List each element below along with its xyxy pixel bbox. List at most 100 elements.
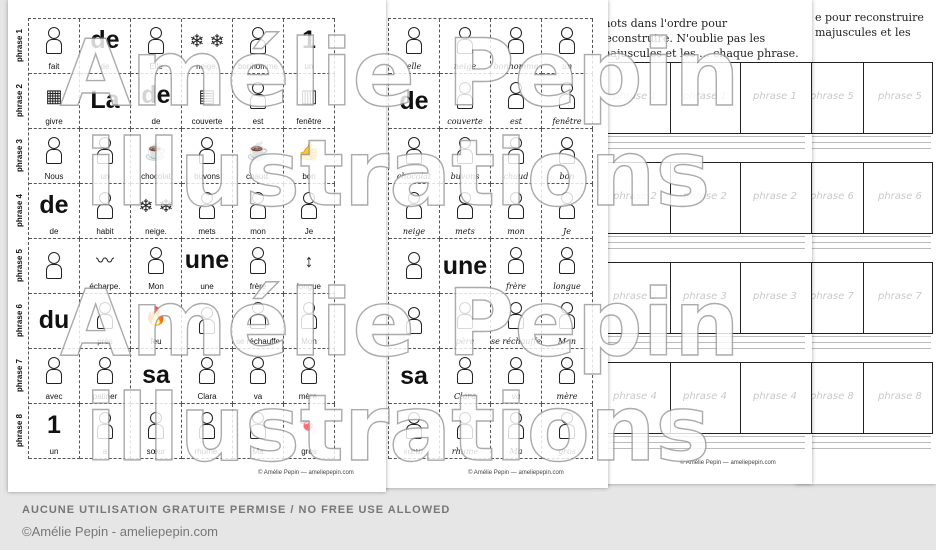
answer-box: phrase 6 xyxy=(863,162,933,234)
writing-line xyxy=(795,236,931,237)
word-card: ❄ ❄neige. xyxy=(131,184,182,239)
cursive-word-card xyxy=(389,294,440,349)
card-word-label: Mon xyxy=(301,337,317,346)
card-big-word: La xyxy=(90,86,120,114)
word-card: rhume. xyxy=(182,404,233,459)
blanket-icon: ▤ xyxy=(198,85,216,106)
placeholder-label: phrase 1 xyxy=(753,91,797,102)
figure-icon xyxy=(389,19,439,62)
answer-box: phrase 1 xyxy=(740,62,812,134)
word-card: 〰écharpe. xyxy=(80,239,131,294)
boy-icon xyxy=(80,404,130,447)
card-big-word: une xyxy=(184,246,230,274)
candy-icon: 🍬 xyxy=(297,415,321,436)
card-big-word: 1 xyxy=(302,26,316,54)
card-big-word: de xyxy=(39,191,69,219)
card-word-label: de xyxy=(49,227,59,236)
placeholder-label: phrase 4 xyxy=(753,391,797,402)
figure-icon xyxy=(491,239,541,282)
figure-icon xyxy=(491,404,541,447)
cursive-word-card: neige xyxy=(389,184,440,239)
word-card: Mon xyxy=(131,239,182,294)
card-big-word: du xyxy=(38,306,70,334)
row-label: phrase 2 xyxy=(14,84,24,117)
mother-icon xyxy=(284,349,334,392)
row-label: phrase 4 xyxy=(14,194,24,227)
cursive-word-label: Je xyxy=(563,227,571,236)
card-word-label: Je xyxy=(304,227,314,236)
cursive-word-card: se réchauffe xyxy=(491,294,542,349)
writing-line xyxy=(795,436,931,437)
card-word-label: est xyxy=(252,117,264,126)
placeholder-label: phrase 6 xyxy=(878,191,922,202)
card-big-word: une xyxy=(442,251,488,280)
card-word-label: fenêtre xyxy=(296,117,322,126)
winter-outfit-icon xyxy=(80,184,130,227)
thumb-up-icon: 👍 xyxy=(297,140,321,161)
card-word-label: longue xyxy=(296,282,322,291)
cursive-word-label: frère xyxy=(505,282,527,291)
card-word-label: sœur xyxy=(146,447,166,456)
word-card: Nous xyxy=(29,129,80,184)
writing-line xyxy=(600,448,805,449)
cursive-word-label: se réchauffe xyxy=(491,337,541,346)
stick-figure-icon xyxy=(29,19,79,62)
word-card xyxy=(182,294,233,349)
cursive-word-card: Clara xyxy=(440,349,491,404)
card-word-label: de xyxy=(151,117,161,126)
word-card: ↕longue xyxy=(284,239,335,294)
card-word-label: avec xyxy=(45,392,63,401)
word-card: habit xyxy=(80,184,131,239)
placeholder-label: phrase 1 xyxy=(613,91,657,102)
card-word-label: neige. xyxy=(196,62,218,71)
writing-line xyxy=(600,242,805,243)
cursive-word-label: mets xyxy=(455,227,475,236)
cursive-word-card xyxy=(389,239,440,294)
girl-icon xyxy=(131,19,181,62)
card-word-label: un xyxy=(49,447,59,456)
cursive-word-card: gros xyxy=(542,404,593,459)
card-big-word: sa xyxy=(400,361,428,390)
placeholder-label: phrase 3 xyxy=(753,291,797,302)
word-card: ▦givre xyxy=(29,74,80,129)
row-label: phrase 5 xyxy=(14,249,24,282)
card-word-label: une xyxy=(200,282,214,291)
figure-icon xyxy=(440,404,490,447)
figure-icon xyxy=(542,74,592,117)
boy-icon xyxy=(284,184,334,227)
card-word-label: mère. xyxy=(298,392,320,401)
boy-icon xyxy=(233,74,283,117)
figure-icon xyxy=(491,294,541,337)
writing-line xyxy=(600,236,805,237)
card-word-label: fait xyxy=(48,62,60,71)
placeholder-label: phrase 6 xyxy=(810,191,854,202)
cursive-word-label: Ma xyxy=(509,447,523,456)
cursive-word-card: Je xyxy=(542,184,593,239)
cursive-word-card: sa xyxy=(389,349,440,404)
row-label: phrase 3 xyxy=(14,139,24,172)
cursive-word-card: bonhomme xyxy=(491,19,542,74)
sheet-credit-2: © Amélie Pepin — ameliepepin.com xyxy=(468,470,564,476)
cursive-word-label: Clara xyxy=(453,392,477,401)
boy-icon xyxy=(131,239,181,282)
card-word-label: Clara xyxy=(197,392,217,401)
cursive-word-card: longue xyxy=(542,239,593,294)
window-icon: ▥ xyxy=(300,85,318,106)
cursive-word-card: mon xyxy=(491,184,542,239)
card-word-label: patiner xyxy=(92,392,118,401)
word-card: sœur xyxy=(131,404,182,459)
answer-box: phrase 4 xyxy=(740,362,812,434)
placeholder-label: phrase 3 xyxy=(683,291,727,302)
answer-sheet-a: mots dans l'ordre pour reconstruire. N'o… xyxy=(590,0,812,484)
writing-line xyxy=(795,148,931,149)
word-card: a xyxy=(80,404,131,459)
writing-line xyxy=(795,142,931,143)
word-card: La xyxy=(80,74,131,129)
card-word-label: chaud. xyxy=(245,172,271,181)
writing-line xyxy=(795,242,931,243)
card-word-label: a xyxy=(102,447,108,456)
cursive-word-card: est xyxy=(491,74,542,129)
